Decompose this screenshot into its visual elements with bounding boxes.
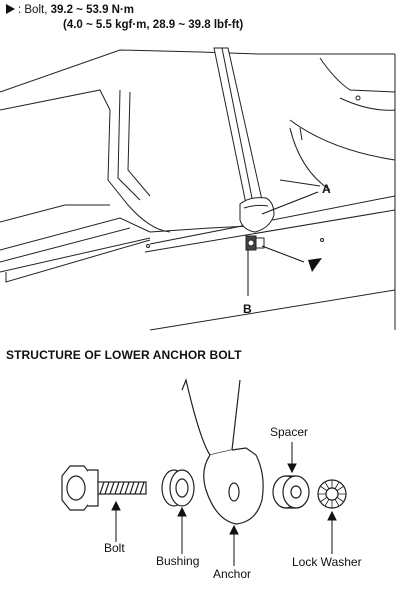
spacer-part [272, 475, 310, 509]
anchor-bolt-b-part [245, 235, 265, 251]
torque-pointer-leader [261, 245, 305, 263]
callout-b-label: B [243, 302, 252, 316]
bolt-part [61, 465, 147, 511]
anchor-label: Anchor [213, 567, 251, 581]
lock-washer-part [317, 479, 347, 509]
seat-belt-webbing [213, 47, 263, 205]
spacer-label: Spacer [270, 425, 308, 439]
callout-a-leader [261, 191, 319, 215]
torque-prefix: : Bolt, [18, 4, 51, 16]
torque-value-alt: (4.0 ~ 5.5 kgf·m, 28.9 ~ 39.8 lbf-ft) [63, 19, 244, 31]
torque-spec: : Bolt, 39.2 ~ 53.9 N·m (4.0 ~ 5.5 kgf·m… [6, 3, 243, 33]
torque-triangle-icon [308, 258, 322, 272]
torque-value-nm: 39.2 ~ 53.9 N·m [50, 4, 135, 16]
bushing-part [161, 469, 195, 507]
anchor-part [181, 378, 264, 525]
callout-a-label: A [322, 182, 331, 196]
lock-washer-label: Lock Washer [292, 555, 362, 569]
vehicle-body-illustration [0, 49, 396, 331]
triangle-marker-icon [6, 4, 15, 14]
bushing-label: Bushing [156, 554, 199, 568]
anchor-a-part [239, 197, 275, 233]
part-leaders [111, 442, 337, 566]
section-title: STRUCTURE OF LOWER ANCHOR BOLT [6, 348, 242, 362]
bolt-label: Bolt [104, 541, 125, 555]
